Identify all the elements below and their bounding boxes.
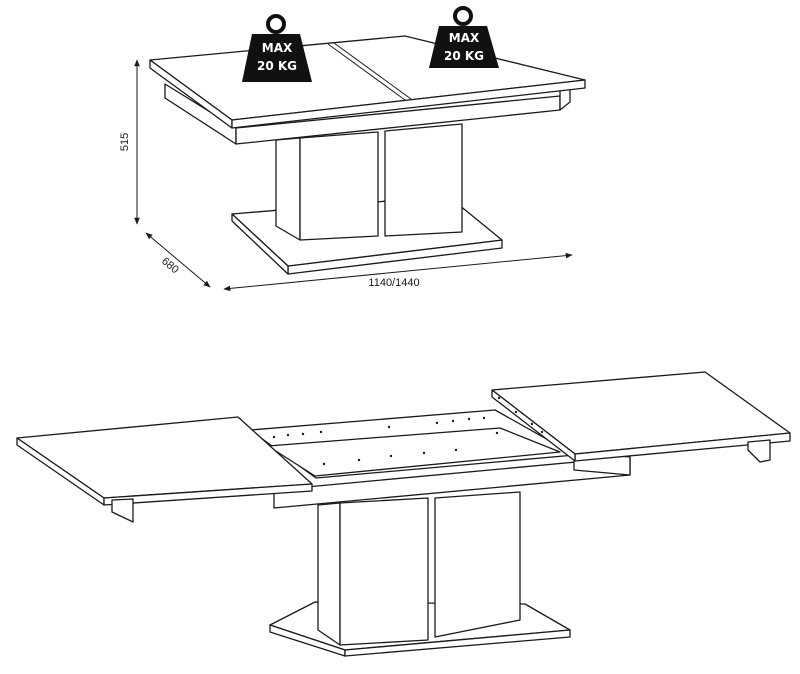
extended-table [16,371,791,657]
dowel-holes [272,396,544,466]
closed-apron [164,83,571,145]
weight-badge-left-line1: MAX [262,41,293,55]
width-dimension: 1140/1440 [223,252,573,292]
height-label: 515 [119,133,131,151]
closed-table [149,35,586,275]
left-extension-leaf [16,416,313,523]
extended-pedestal [317,491,521,646]
depth-label: 680 [159,255,181,276]
right-extension-leaf [491,371,791,463]
depth-dimension: 680 [145,232,211,288]
weight-badge-right-line2: 20 KG [444,49,484,63]
weight-badge-right: MAX 20 KG [429,6,499,68]
width-label: 1140/1440 [368,277,419,289]
height-dimension: 515 [119,59,140,225]
weight-badge-right-line1: MAX [449,31,480,45]
weight-badge-left-line2: 20 KG [257,59,297,73]
weight-badge-left: MAX 20 KG [242,14,312,82]
closed-pedestal [275,123,463,241]
